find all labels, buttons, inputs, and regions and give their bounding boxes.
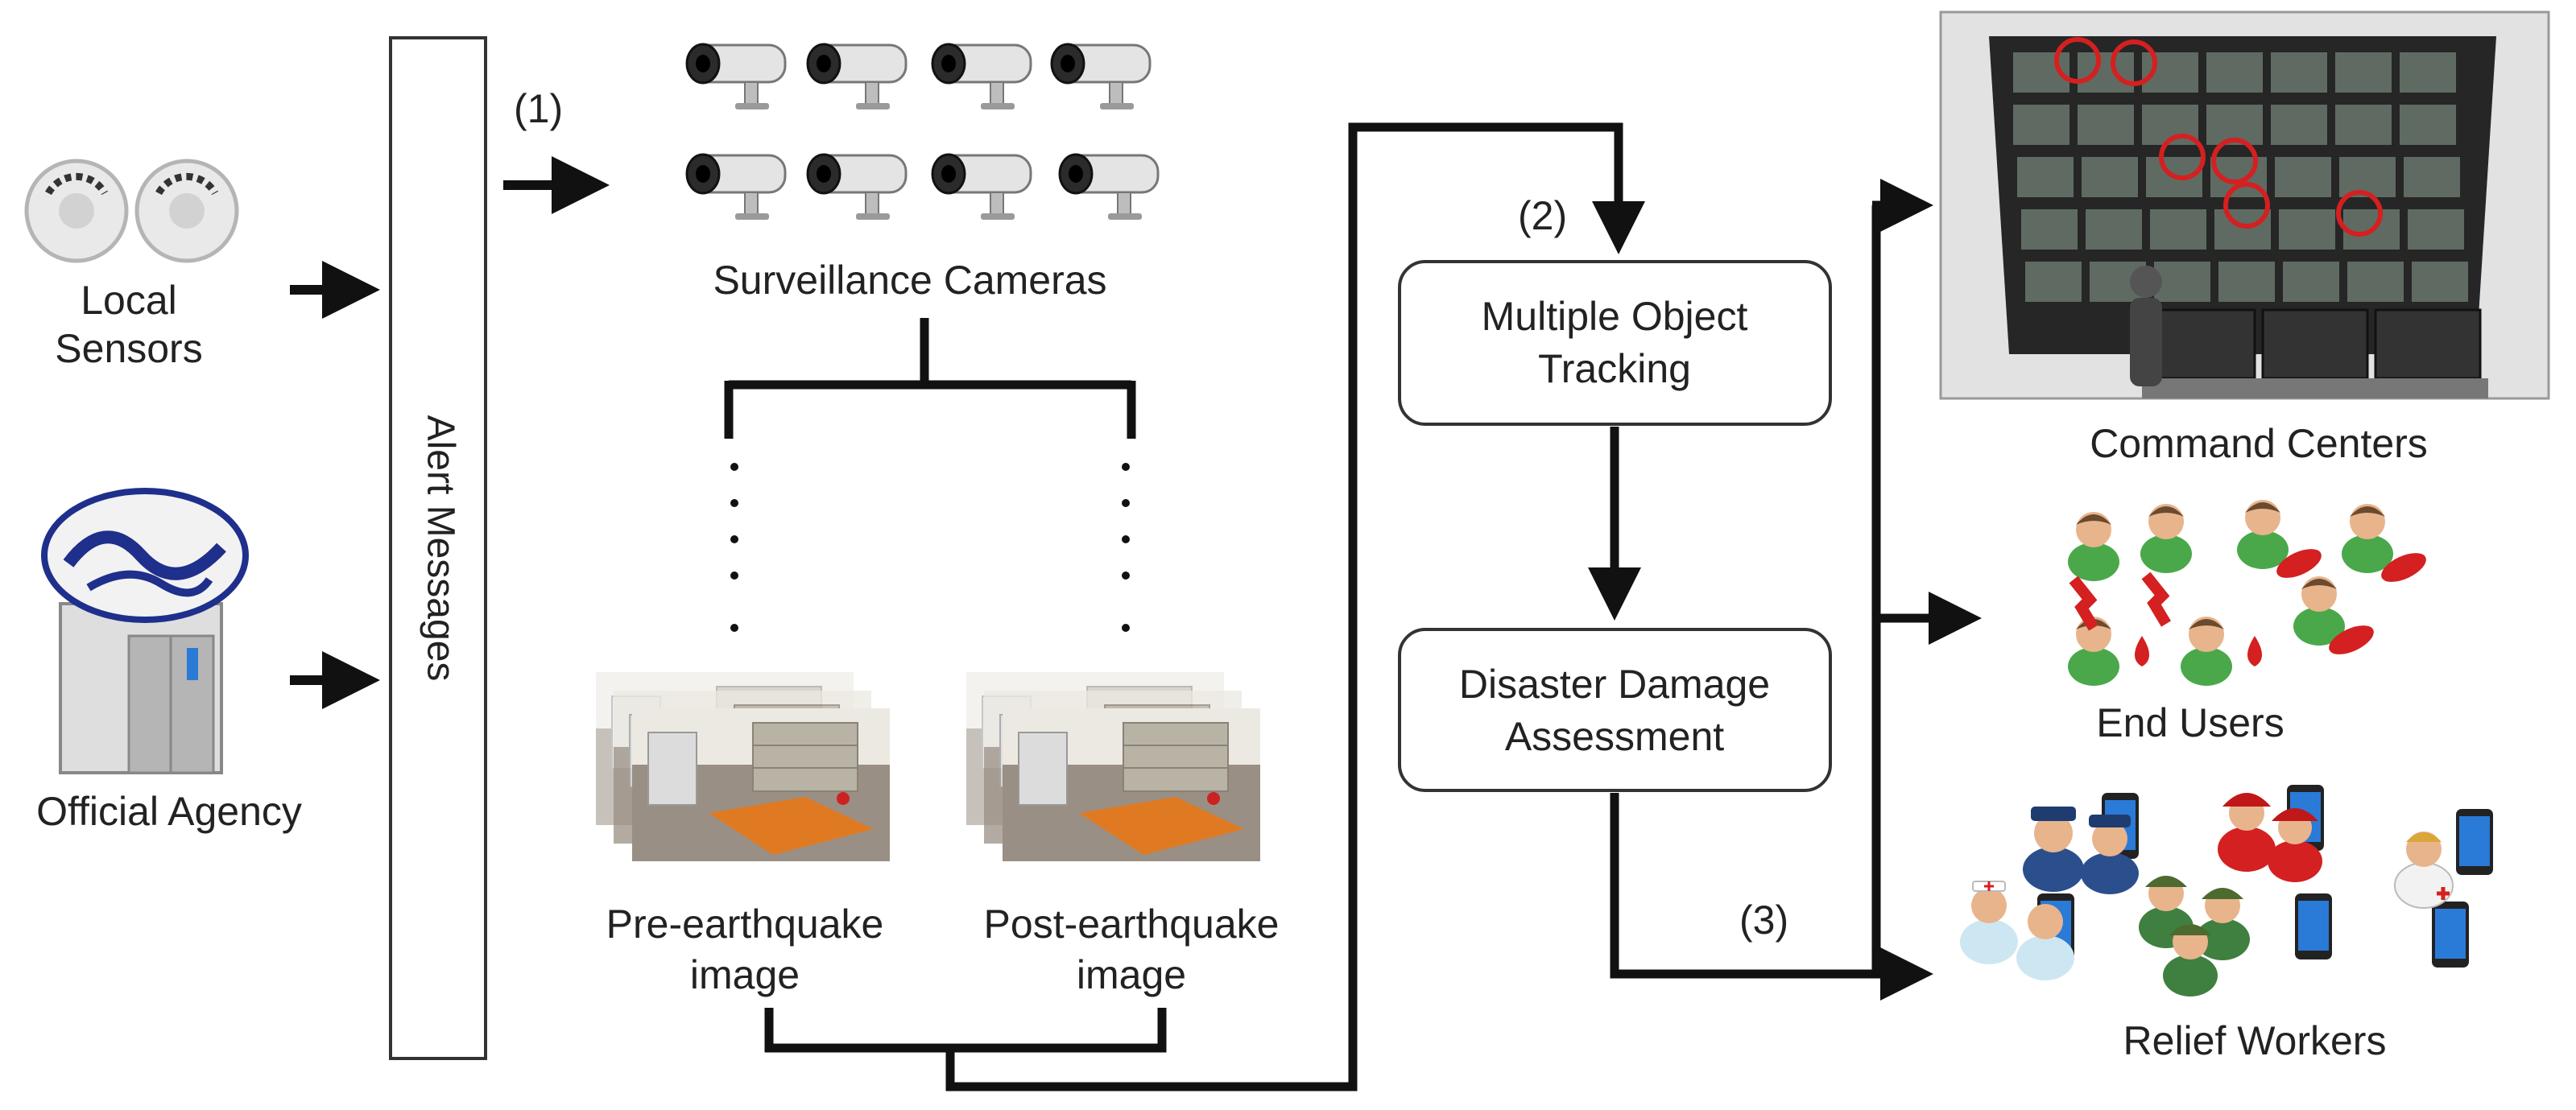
phone-icon (2432, 902, 2469, 968)
firefighter-icon (2268, 808, 2322, 882)
camera-icon (806, 43, 908, 111)
person-icon (2237, 500, 2289, 569)
end-users-icon (2068, 500, 2426, 686)
surveillance-cameras-label: Surveillance Cameras (713, 258, 1106, 303)
relief-workers-icon (1960, 785, 2493, 997)
local-sensors-icon (24, 159, 239, 263)
phone-icon (2456, 809, 2493, 875)
firefighter-icon (2218, 793, 2276, 872)
alert-highlight-circles (2054, 37, 2383, 237)
blood-drop-icon (2247, 636, 2262, 666)
police-officer-icon (2023, 807, 2084, 892)
camera-icon (806, 153, 908, 221)
step-3-label: (3) (1739, 897, 1788, 943)
camera-icon (931, 153, 1032, 221)
person-icon (2068, 512, 2119, 581)
multiple-object-tracking-box (1398, 260, 1832, 426)
camera-branch-connector (724, 318, 1136, 439)
pill-icon (2276, 549, 2322, 578)
blood-drop-icon (2135, 636, 2149, 666)
doctor-icon (2394, 831, 2454, 909)
official-agency-label: Official Agency (36, 789, 302, 834)
official-agency-icon (41, 488, 249, 774)
image-merge-connector (764, 122, 1645, 1091)
broken-heart-icon (2069, 576, 2099, 631)
camera-icon (1050, 43, 1152, 111)
smoke-detector-icon (24, 159, 129, 263)
police-officer-icon (2081, 815, 2139, 894)
person-icon (2293, 576, 2345, 646)
disaster-damage-assessment-label: Assessment (1505, 714, 1724, 759)
nurse-icon (1960, 881, 2018, 964)
broken-heart-icon (2141, 572, 2172, 627)
smoke-detector-icon (134, 159, 239, 263)
camera-icon (685, 43, 787, 111)
camera-icon (1058, 153, 1160, 221)
disaster-damage-assessment-label: Disaster Damage (1459, 662, 1770, 707)
alert-messages-box (389, 36, 487, 1060)
person-icon (2140, 504, 2192, 573)
soldier-icon (2163, 924, 2218, 997)
camera-icon (931, 43, 1032, 111)
camera-icon (685, 153, 787, 221)
multiple-object-tracking-label: Tracking (1538, 346, 1691, 391)
alert-messages-label: Alert Messages (419, 415, 461, 682)
post-earthquake-label: image (1077, 952, 1186, 997)
person-icon (2181, 617, 2232, 686)
command-centers-label: Command Centers (2090, 421, 2428, 466)
pre-earthquake-label: Pre-earthquake (606, 902, 884, 947)
step-2-label: (2) (1518, 193, 1567, 238)
person-icon (2342, 504, 2393, 573)
pre-earthquake-label: image (690, 952, 800, 997)
ellipsis-dots (730, 463, 1130, 632)
local-sensors-label: Local (81, 278, 177, 323)
step-1-label: (1) (514, 86, 563, 131)
end-users-label: End Users (2096, 700, 2284, 745)
disaster-damage-assessment-box (1398, 628, 1832, 792)
nurse-icon (2016, 904, 2074, 980)
local-sensors-label: Sensors (55, 326, 202, 371)
surveillance-cameras-icon (685, 43, 1160, 221)
pill-icon (2381, 553, 2426, 582)
phone-icon (2295, 893, 2332, 959)
post-earthquake-label: Post-earthquake (984, 902, 1280, 947)
command-center-video-wall-icon (1939, 10, 2550, 400)
output-distribution-connector (1610, 179, 1982, 1001)
pre-earthquake-image-stack (595, 671, 891, 862)
multiple-object-tracking-label: Multiple Object (1482, 294, 1748, 339)
relief-workers-label: Relief Workers (2123, 1018, 2387, 1063)
post-earthquake-image-stack (965, 671, 1261, 862)
pill-icon (2329, 625, 2374, 654)
